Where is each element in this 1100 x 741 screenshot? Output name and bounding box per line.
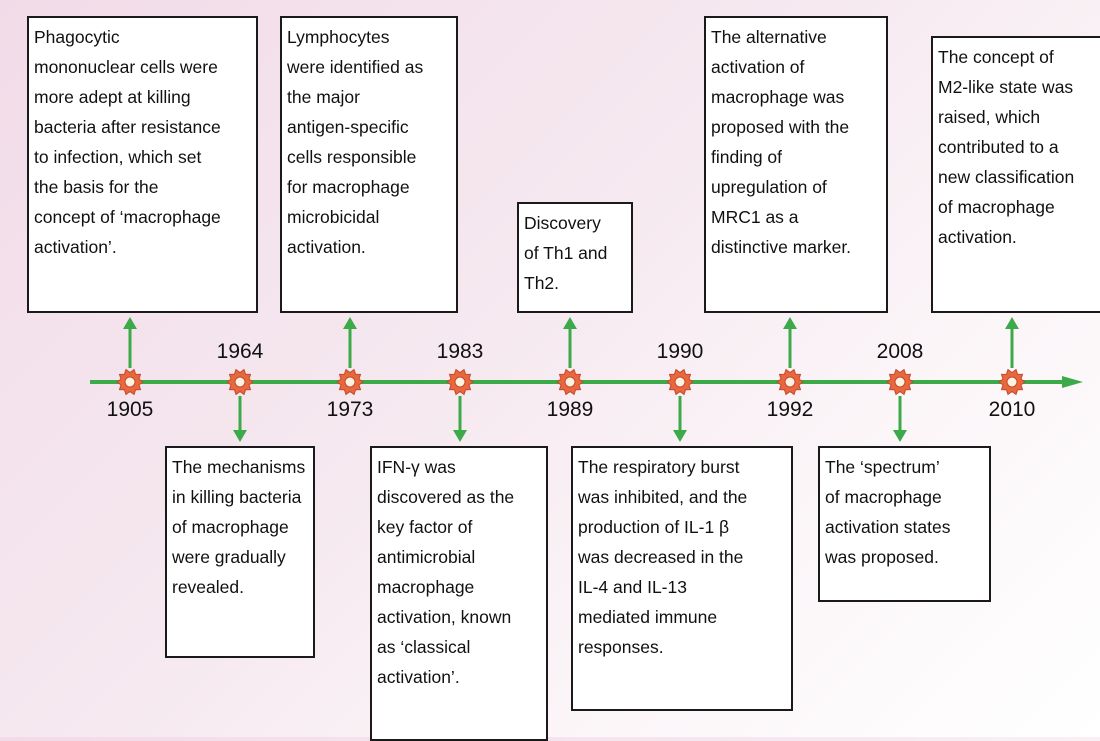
event-text-line: activation’.: [377, 667, 460, 687]
event-text-line: activation states: [825, 517, 951, 537]
event-text-line: IFN-γ was: [377, 457, 456, 477]
event-text-line: new classification: [938, 167, 1075, 187]
year-label: 1992: [766, 398, 814, 421]
event-text-line: contributed to a: [938, 137, 1059, 157]
event-text-line: cells responsible: [287, 147, 417, 167]
connector-arrowhead: [893, 430, 907, 442]
macrophage-nucleus-icon: [784, 376, 796, 388]
event-text-line: distinctive marker.: [711, 237, 852, 257]
connector-arrowhead: [453, 430, 467, 442]
event-text-line: raised, which: [938, 107, 1041, 127]
event-text-line: of macrophage: [938, 197, 1055, 217]
macrophage-nucleus-icon: [894, 376, 906, 388]
event-text-line: was proposed.: [825, 547, 939, 567]
year-label: 2010: [988, 398, 1036, 421]
event-text-line: activation of: [711, 57, 805, 77]
macrophage-nucleus-icon: [564, 376, 576, 388]
event-text-line: of Th1 and: [524, 243, 608, 263]
event-text-line: IL-4 and IL-13: [578, 577, 687, 597]
year-label: 1973: [326, 398, 374, 421]
event-text-line: was decreased in the: [578, 547, 744, 567]
event-text-line: Phagocytic: [34, 27, 120, 47]
event-text-line: as ‘classical: [377, 637, 471, 657]
event-text-line: M2-like state was: [938, 77, 1074, 97]
event-text-line: macrophage was: [711, 87, 845, 107]
event-text-line: mononuclear cells were: [34, 57, 218, 77]
event-text-line: microbicidal: [287, 207, 380, 227]
year-label: 1990: [656, 340, 704, 363]
connector-arrowhead: [343, 317, 357, 329]
event-text-line: concept of ‘macrophage: [34, 207, 221, 227]
event-text-line: The mechanisms: [172, 457, 306, 477]
timeline-arrowhead: [1062, 376, 1083, 388]
connector-arrowhead: [1005, 317, 1019, 329]
event-box: The mechanisms in killing bacteria of macr…: [165, 446, 315, 658]
event-text-line: the basis for the: [34, 177, 159, 197]
event-text-line: in killing bacteria: [172, 487, 302, 507]
connector-arrowhead: [783, 317, 797, 329]
event-text-line: mediated immune: [578, 607, 718, 627]
event-text-line: of macrophage: [172, 517, 289, 537]
event-text-line: revealed.: [172, 577, 244, 597]
event-text-line: activation, known: [377, 607, 512, 627]
event-text-line: macrophage: [377, 577, 475, 597]
year-label: 1983: [436, 340, 484, 363]
event-text-line: proposed with the: [711, 117, 850, 137]
year-label: 1905: [106, 398, 154, 421]
event-text-line: The respiratory burst: [578, 457, 740, 477]
event-text-line: were gradually: [172, 547, 286, 567]
macrophage-nucleus-icon: [1006, 376, 1018, 388]
event-text-line: antigen-specific: [287, 117, 409, 137]
event-text-line: production of IL-1 β: [578, 517, 730, 537]
event-text-line: responses.: [578, 637, 664, 657]
event-box: IFN-γ was discovered as the key factor of a…: [370, 446, 548, 741]
event-text-line: upregulation of: [711, 177, 827, 197]
connector-arrowhead: [233, 430, 247, 442]
event-text-line: were identified as: [287, 57, 424, 77]
event-text-line: finding of: [711, 147, 783, 167]
event-text-line: more adept at killing: [34, 87, 191, 107]
event-text-line: the major: [287, 87, 360, 107]
event-text-line: of macrophage: [825, 487, 942, 507]
event-box: Lymphocytes were identified as the major an…: [280, 16, 458, 313]
event-text-line: for macrophage: [287, 177, 410, 197]
event-text-line: antimicrobial: [377, 547, 476, 567]
macrophage-nucleus-icon: [234, 376, 246, 388]
event-text-line: MRC1 as a: [711, 207, 799, 227]
year-label: 1964: [216, 340, 264, 363]
event-text-line: was inhibited, and the: [578, 487, 748, 507]
year-label: 2008: [876, 340, 924, 363]
macrophage-nucleus-icon: [674, 376, 686, 388]
event-text-line: The ‘spectrum’: [825, 457, 940, 477]
macrophage-nucleus-icon: [454, 376, 466, 388]
event-text-line: key factor of: [377, 517, 473, 537]
event-text-line: activation.: [938, 227, 1017, 247]
event-text-line: bacteria after resistance: [34, 117, 221, 137]
connector-arrowhead: [563, 317, 577, 329]
event-text-line: Lymphocytes: [287, 27, 390, 47]
event-box: Phagocytic mononuclear cells were more ade…: [27, 16, 258, 313]
connector-arrowhead: [673, 430, 687, 442]
event-text-line: discovered as the: [377, 487, 515, 507]
event-box: The ‘spectrum’ of macrophage activation st…: [818, 446, 991, 602]
event-text-line: Th2.: [524, 273, 560, 293]
event-text-line: activation.: [287, 237, 366, 257]
macrophage-nucleus-icon: [344, 376, 356, 388]
event-box: The respiratory burst was inhibited, and …: [571, 446, 793, 711]
event-text-line: activation’.: [34, 237, 117, 257]
event-box: The concept of M2-like state was raised, w…: [931, 36, 1100, 313]
event-text-line: to infection, which set: [34, 147, 202, 167]
year-label: 1989: [546, 398, 594, 421]
event-box: The alternative activation of macrophage w…: [704, 16, 888, 313]
macrophage-nucleus-icon: [124, 376, 136, 388]
event-text-line: Discovery: [524, 213, 601, 233]
event-text-line: The alternative: [711, 27, 827, 47]
event-text-line: The concept of: [938, 47, 1054, 67]
connector-arrowhead: [123, 317, 137, 329]
